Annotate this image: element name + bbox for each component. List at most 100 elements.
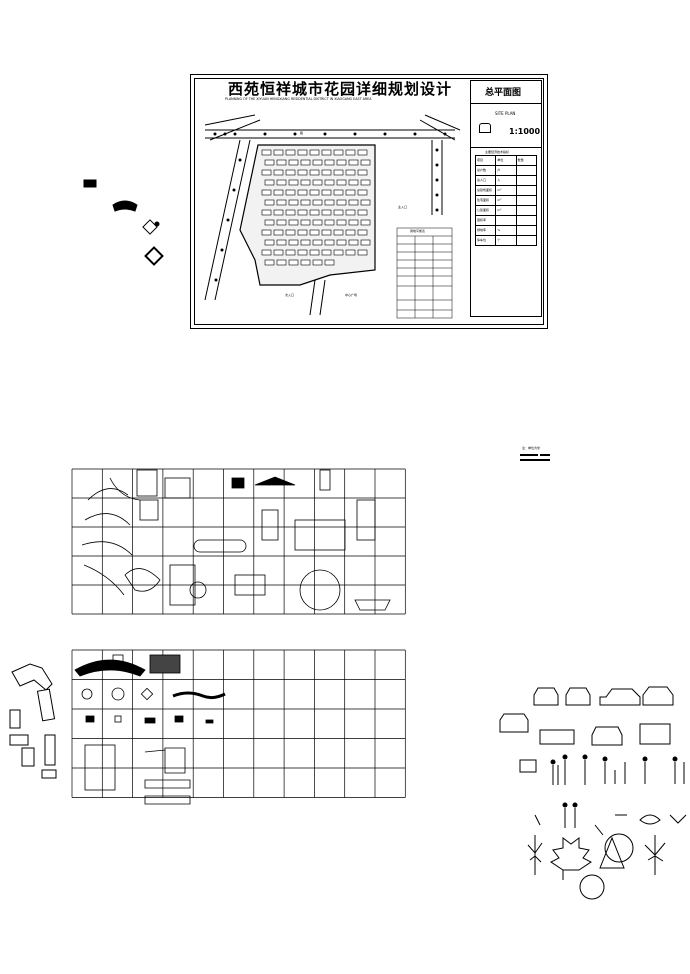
building (273, 209, 284, 216)
building (336, 179, 347, 186)
building (324, 199, 335, 206)
sheet-inner-border (194, 78, 544, 325)
right-table-row: 停车位个 (475, 236, 537, 246)
panel-subtitle: SITE PLAN (495, 111, 516, 116)
right-table-cell: m² (495, 186, 515, 195)
panel-divider (471, 103, 541, 104)
building (297, 249, 308, 256)
building (324, 179, 335, 186)
building (300, 239, 311, 246)
building (285, 229, 296, 236)
building (261, 189, 272, 196)
building (348, 159, 359, 166)
building (336, 159, 347, 166)
building (297, 169, 308, 176)
building (357, 229, 368, 236)
right-table-row: 总户数 户 (475, 166, 537, 176)
building (288, 259, 299, 266)
building (333, 209, 344, 216)
building-blocks (261, 149, 371, 266)
building (333, 229, 344, 236)
building (324, 239, 335, 246)
building (348, 179, 359, 186)
sheet-title: 西苑恒祥城市花园详细规划设计 (228, 80, 453, 98)
building (276, 259, 287, 266)
right-table-cell: m² (495, 206, 515, 215)
right-table-cell: 容积率 (477, 218, 487, 222)
right-table-cell (515, 236, 536, 245)
building (261, 169, 272, 176)
main-gate-label: 主入口 (398, 205, 408, 209)
right-table-cell (515, 166, 536, 175)
building (324, 159, 335, 166)
right-table-cell: 单位 (495, 156, 515, 165)
building (261, 209, 272, 216)
right-table-cell: 人 (495, 176, 515, 185)
right-table-cell (495, 216, 515, 225)
building (273, 229, 284, 236)
building (297, 229, 308, 236)
right-table-cell: 公建面积 (477, 208, 490, 212)
building (264, 179, 275, 186)
right-table-row: 总人口 人 (475, 176, 537, 186)
right-table-cell: 项目 (477, 158, 484, 162)
land-use-table (396, 227, 453, 319)
building (285, 189, 296, 196)
building (345, 249, 356, 256)
right-table-cell (515, 176, 536, 185)
side-notes (520, 454, 550, 461)
right-table-title: 主要经济技术指标 (485, 150, 510, 154)
right-table-row: 容积率 (475, 216, 537, 226)
building (333, 169, 344, 176)
title-panel: 总平面图 SITE PLAN 1:1000 主要经济技术指标 项目单位数量总户数… (470, 80, 542, 317)
building (333, 249, 344, 256)
right-table-cell: 户 (495, 166, 515, 175)
right-table-cell (515, 216, 536, 225)
right-table-row: 项目单位数量 (475, 155, 537, 166)
right-table-row: 绿地率% (475, 226, 537, 236)
right-table-cell: % (495, 226, 515, 235)
building (312, 219, 323, 226)
side-gate-label: 次入口 (285, 293, 295, 297)
building (312, 179, 323, 186)
scale-label: 1:1000 (509, 127, 541, 136)
building (345, 229, 356, 236)
building (261, 249, 272, 256)
building (276, 219, 287, 226)
building (273, 169, 284, 176)
building (348, 239, 359, 246)
plaza-symbols (83, 179, 164, 266)
right-table-cell (515, 226, 536, 235)
building (312, 199, 323, 206)
right-table-cell: 总户数 (477, 168, 487, 172)
street-trees (213, 132, 447, 282)
building (288, 239, 299, 246)
building (273, 189, 284, 196)
road-label: 路 (300, 131, 304, 135)
right-table-cell: 总人口 (477, 178, 487, 182)
building (276, 179, 287, 186)
right-table-row: 公建面积 m² (475, 206, 537, 216)
people-library (534, 754, 687, 836)
stats-title: 用地平衡表 (410, 229, 426, 233)
building (345, 189, 356, 196)
sheet-subtitle: PLANNING OF THE XIYUAN HENGXIANG RESIDEN… (225, 97, 372, 101)
building (309, 209, 320, 216)
tree-library (527, 833, 666, 900)
building (336, 239, 347, 246)
building (312, 239, 323, 246)
building (300, 159, 311, 166)
building (285, 149, 296, 156)
detail-grid-1 (71, 468, 406, 615)
building (288, 199, 299, 206)
building (321, 229, 332, 236)
building (321, 249, 332, 256)
cluster-plan (9, 663, 57, 779)
building (297, 209, 308, 216)
building (297, 149, 308, 156)
building (360, 179, 371, 186)
building (348, 219, 359, 226)
building (360, 199, 371, 206)
